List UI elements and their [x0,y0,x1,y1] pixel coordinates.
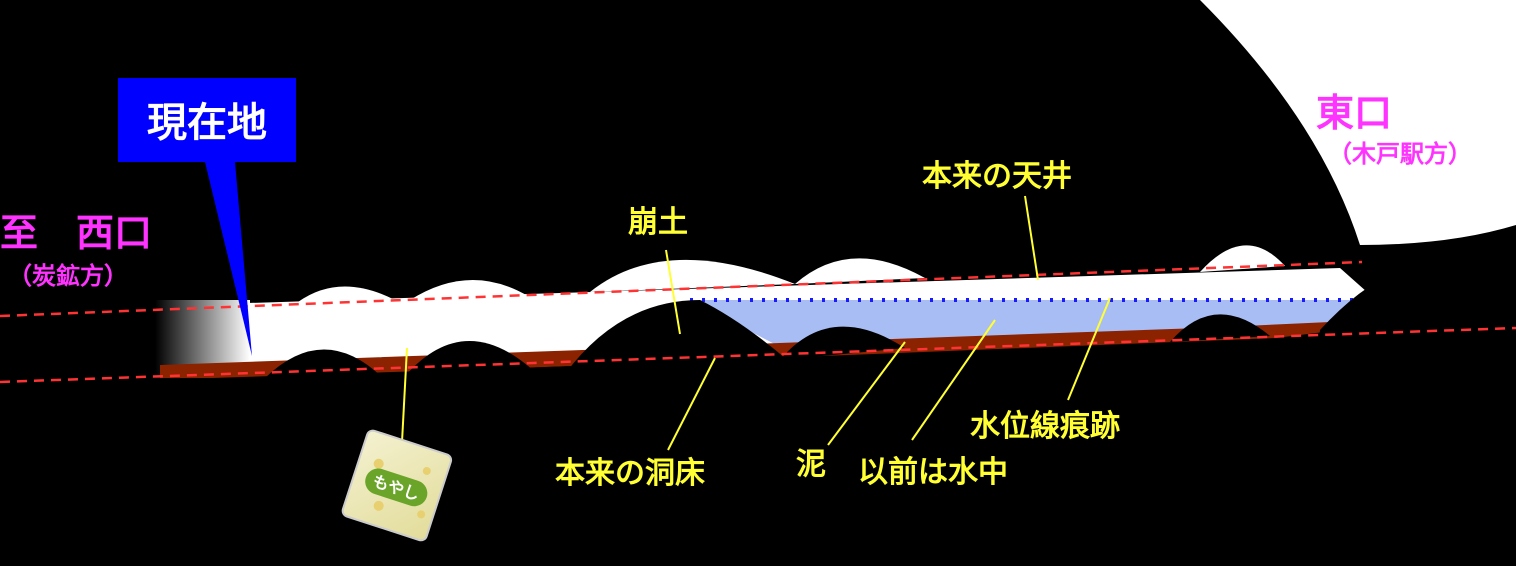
original-floor-line [0,326,1516,384]
leader-formerly-underwater [911,319,996,441]
current-location-pointer [205,162,252,356]
leader-lines [401,195,1111,451]
leader-waterline-trace [1067,297,1111,401]
soil-mound [565,300,785,374]
label-formerly-underwater: 以前は水中 [858,455,1008,490]
current-location-box [118,78,296,162]
soil-mound [405,340,535,376]
west-exit-label: 至 西口 [0,211,152,255]
ceiling-bump [298,286,395,302]
soil-mound [1170,314,1270,342]
original-ceiling-line [0,260,1363,318]
leader-mud [827,341,906,446]
east-exit-label: 東口 [1316,91,1392,135]
label-mud: 泥 [796,447,826,482]
leader-original-ceiling [1024,195,1039,281]
leader-collapsed-soil [665,249,681,335]
west-exit-sub: （炭鉱方） [8,262,128,290]
label-waterline-trace: 水位線痕跡 [970,409,1120,444]
ceiling-bump [795,258,925,284]
leader-bag [401,347,408,443]
east-exit-sub: （木戸駅方） [1328,140,1472,168]
outside-area [1200,0,1516,245]
soil-mound [780,326,905,360]
label-original-floor: 本来の洞床 [555,456,705,491]
label-original-ceiling: 本来の天井 [922,159,1072,194]
leader-original-floor [667,357,716,451]
ceiling-bump [590,259,795,292]
label-collapsed-soil: 崩土 [628,205,688,240]
bean-sprout-bag: もやし [341,429,453,542]
current-location-label: 現在地 [147,100,267,146]
